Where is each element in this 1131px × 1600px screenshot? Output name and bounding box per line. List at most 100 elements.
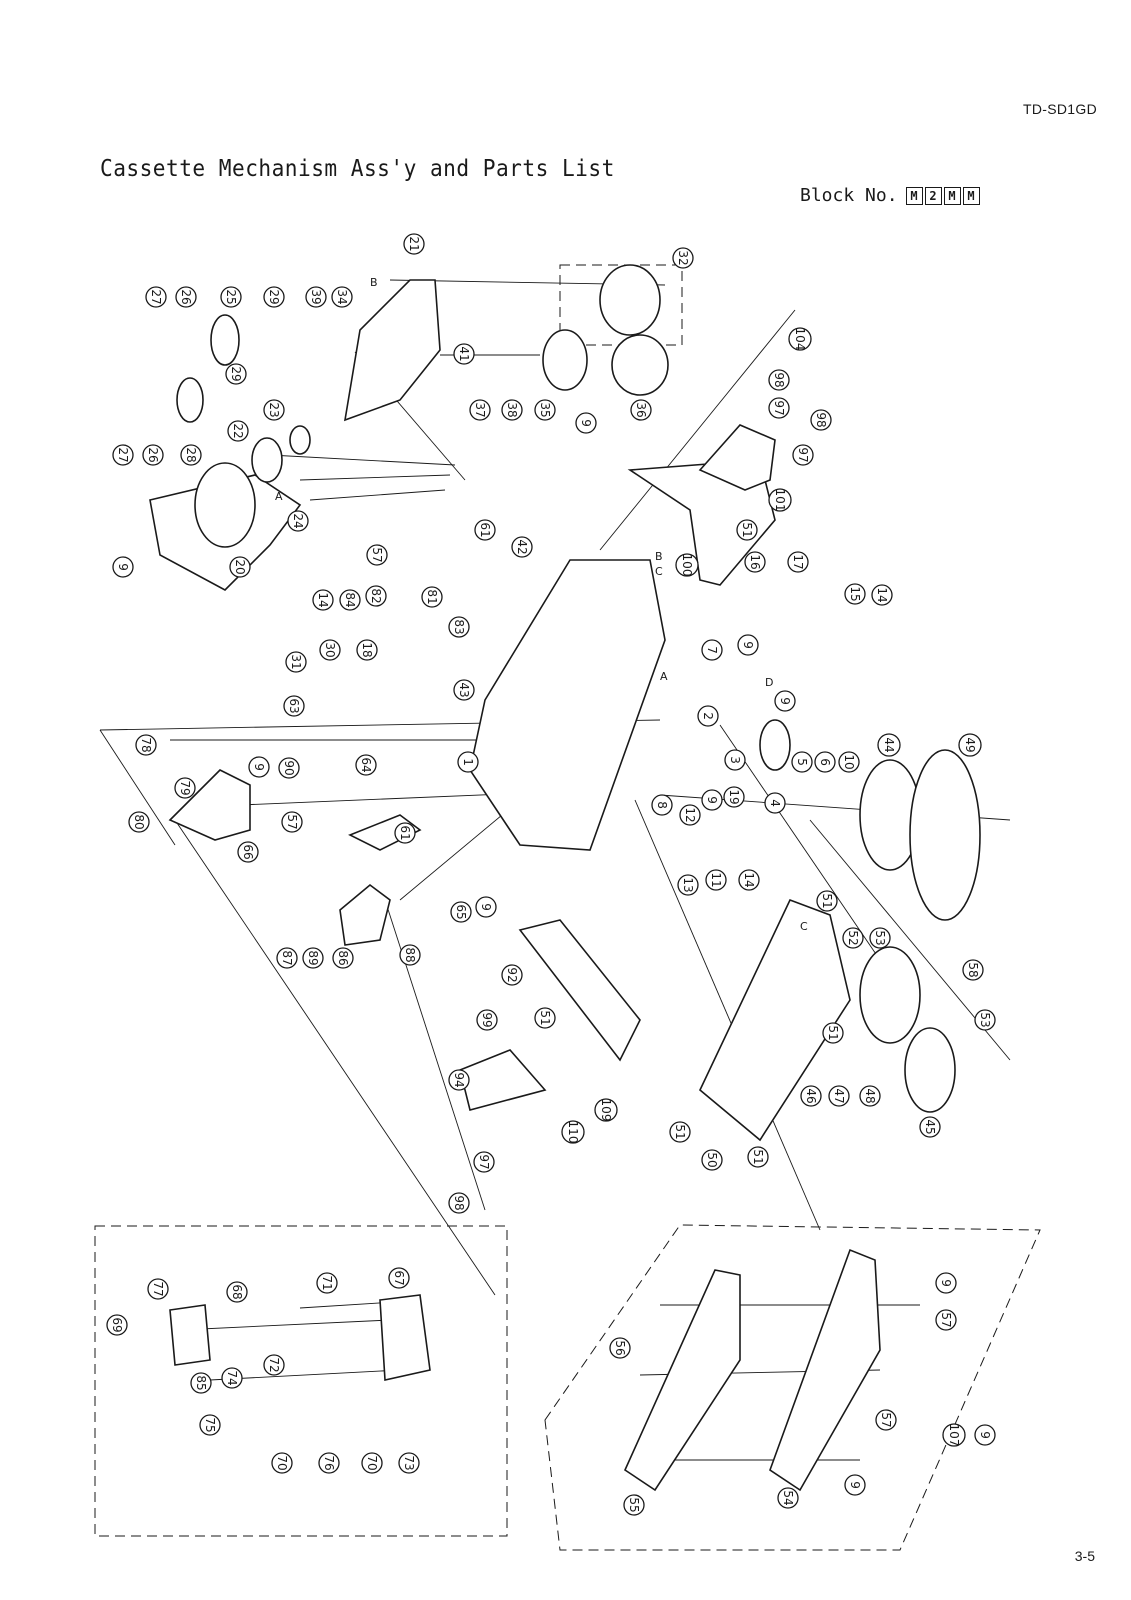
callout-circle <box>474 519 496 541</box>
callout-90: 90 <box>278 757 300 779</box>
head-holder-86 <box>339 883 391 946</box>
callout-number: 51 <box>820 893 834 908</box>
callout-circle <box>672 247 694 269</box>
callout-circle <box>331 286 353 308</box>
callout-28: 28 <box>180 444 202 466</box>
callout-97: 97 <box>768 397 790 419</box>
callout-number: 21 <box>407 236 421 251</box>
callout-26: 26 <box>142 444 164 466</box>
callout-70: 70 <box>271 1452 293 1474</box>
callout-circle <box>788 327 812 351</box>
callout-51: 51 <box>736 519 758 541</box>
callout-53: 53 <box>869 927 891 949</box>
callout-circle <box>744 551 766 573</box>
callout-circle <box>844 583 866 605</box>
callout-97: 97 <box>473 1151 495 1173</box>
callout-number: 57 <box>879 1412 893 1427</box>
callout-circle <box>919 1116 941 1138</box>
callout-number: 8 <box>655 801 669 809</box>
callout-55: 55 <box>623 1494 645 1516</box>
callout-circle <box>285 651 307 673</box>
callout-circle <box>534 1007 556 1029</box>
callout-circle <box>974 1009 996 1031</box>
callout-47: 47 <box>828 1085 850 1107</box>
callout-number: 24 <box>291 513 305 528</box>
callout-98: 98 <box>810 409 832 431</box>
callout-circle <box>701 789 723 811</box>
callout-circle <box>339 589 361 611</box>
block-code: M <box>905 186 923 205</box>
callout-number: 19 <box>727 789 741 804</box>
ref-letter: A <box>275 490 283 503</box>
callout-number: 57 <box>370 547 384 562</box>
callout-number: 38 <box>505 402 519 417</box>
callout-circle <box>318 1452 340 1474</box>
callout-number: 11 <box>709 872 723 887</box>
callout-number: 14 <box>316 592 330 607</box>
callout-9: 9 <box>575 412 597 434</box>
callout-number: 63 <box>287 698 301 713</box>
callout-number: 74 <box>225 1370 239 1385</box>
callout-circle <box>816 890 838 912</box>
callout-circle <box>453 679 475 701</box>
callout-57: 57 <box>875 1409 897 1431</box>
callout-9: 9 <box>774 690 796 712</box>
block-code: 2 <box>924 186 942 205</box>
callout-110: 110 <box>561 1120 585 1144</box>
mechanism-parts <box>149 264 981 1492</box>
callout-66: 66 <box>237 841 259 863</box>
callout-42: 42 <box>511 536 533 558</box>
callout-circle <box>677 874 699 896</box>
callout-circle <box>225 363 247 385</box>
callout-65: 65 <box>450 901 472 923</box>
callout-number: 30 <box>323 642 337 657</box>
callout-30: 30 <box>319 639 341 661</box>
callout-number: 9 <box>252 763 266 771</box>
block-codes: M 2 M M <box>905 186 980 205</box>
callout-75: 75 <box>199 1414 221 1436</box>
callout-number: 87 <box>280 950 294 965</box>
callout-74: 74 <box>221 1367 243 1389</box>
callout-circle <box>287 510 309 532</box>
callout-circle <box>220 286 242 308</box>
callout-circle <box>180 444 202 466</box>
callout-9: 9 <box>475 896 497 918</box>
callout-1: 1 <box>457 751 479 773</box>
callout-circle <box>594 1098 618 1122</box>
callout-number: 51 <box>740 522 754 537</box>
callout-number: 9 <box>939 1279 953 1287</box>
sub-chassis-50 <box>699 898 851 1142</box>
callout-circle <box>142 444 164 466</box>
callout-94: 94 <box>448 1069 470 1091</box>
lever-plate-66 <box>168 769 251 841</box>
callout-number: 31 <box>289 654 303 669</box>
callout-circle <box>227 420 249 442</box>
callout-89: 89 <box>302 947 324 969</box>
callout-22: 22 <box>227 420 249 442</box>
callout-circle <box>701 639 723 661</box>
callout-number: 41 <box>457 346 471 361</box>
reel-gear-20 <box>194 462 256 548</box>
callout-number: 9 <box>479 903 493 911</box>
callout-27: 27 <box>145 286 167 308</box>
callout-29: 29 <box>263 286 285 308</box>
callout-circle <box>877 733 901 757</box>
callout-circle <box>302 947 324 969</box>
callout-number: 29 <box>229 366 243 381</box>
gear-23 <box>289 425 311 455</box>
callout-circle <box>316 1272 338 1294</box>
callout-number: 51 <box>751 1149 765 1164</box>
callout-number: 67 <box>392 1270 406 1285</box>
callout-number: 66 <box>241 844 255 859</box>
callout-number: 49 <box>963 737 977 752</box>
ref-letter: C <box>655 565 663 578</box>
callout-number: 4 <box>768 799 782 807</box>
callout-circle <box>768 369 790 391</box>
callout-circle <box>476 1009 498 1031</box>
callout-circle <box>237 841 259 863</box>
callout-36: 36 <box>630 399 652 421</box>
callout-number: 70 <box>275 1455 289 1470</box>
callout-number: 56 <box>613 1340 627 1355</box>
callout-19: 19 <box>723 786 745 808</box>
callout-number: 14 <box>742 872 756 887</box>
